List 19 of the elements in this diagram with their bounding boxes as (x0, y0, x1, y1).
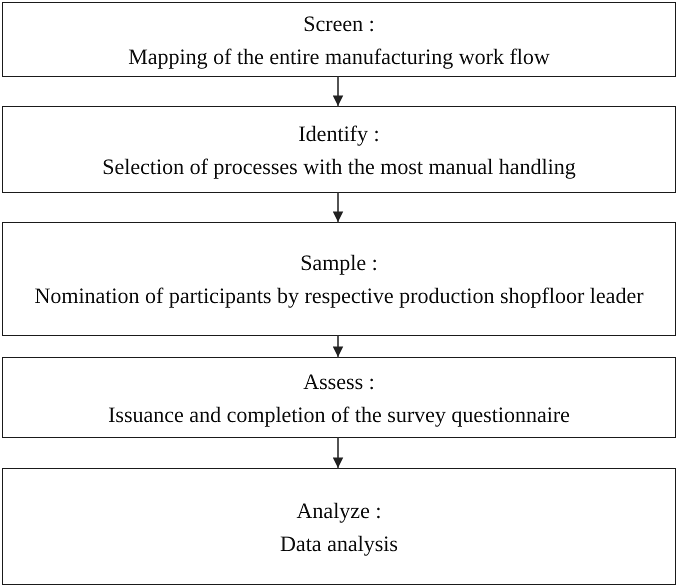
step-description: Mapping of the entire manufacturing work flow (128, 42, 550, 71)
step-description: Issuance and completion of the survey questionnaire (108, 400, 570, 429)
arrow (332, 336, 344, 357)
step-heading: Sample : (300, 249, 378, 277)
step-heading: Identify : (298, 120, 380, 148)
arrow (332, 438, 344, 468)
step-description: Selection of processes with the most manual handling (102, 152, 576, 181)
step-heading: Screen : (303, 10, 375, 38)
step-heading: Analyze : (296, 496, 382, 525)
process-box (2, 468, 676, 585)
step-description: Nomination of participants by respective production shopfloor leader (34, 282, 644, 310)
process-box (2, 222, 676, 336)
step-description: Data analysis (280, 530, 398, 558)
process-box (2, 357, 676, 438)
process-box (2, 106, 676, 193)
step-heading: Assess : (303, 368, 375, 396)
arrow (332, 193, 344, 222)
arrow (332, 77, 344, 106)
process-box (2, 2, 676, 77)
